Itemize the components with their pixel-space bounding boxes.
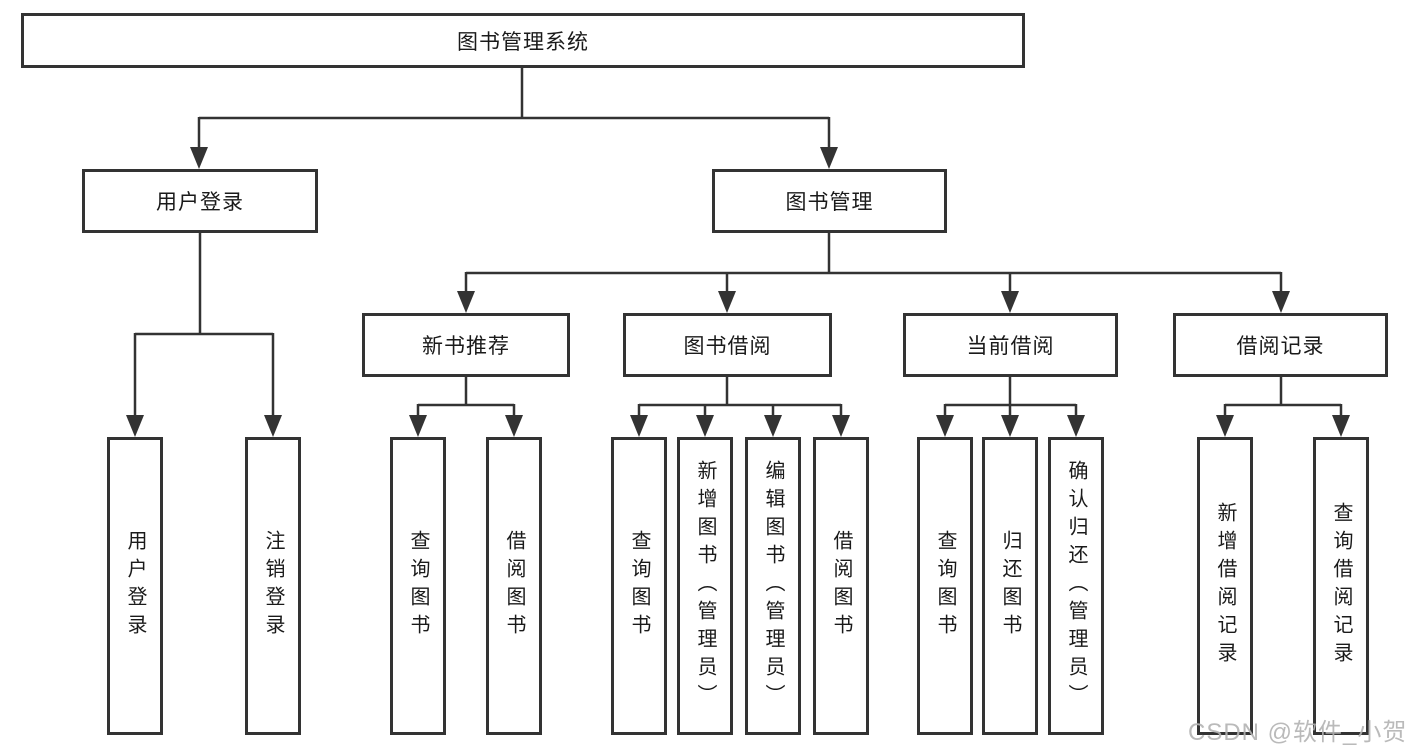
leaf-label: 查询图书 (628, 530, 650, 642)
leaf-return-books: 归还图书 (982, 437, 1038, 735)
leaf-label: 查询图书 (407, 530, 429, 642)
node-label: 图书管理系统 (457, 30, 589, 54)
node-library-management-system: 图书管理系统 (21, 13, 1025, 68)
leaf-label: 借阅图书 (503, 530, 525, 642)
leaf-label: 注销登录 (262, 530, 284, 642)
node-borrowing-records: 借阅记录 (1173, 313, 1388, 377)
leaf-label: 用户登录 (124, 530, 146, 642)
node-label: 借阅记录 (1236, 335, 1325, 358)
leaf-query-borrow-record: 查询借阅记录 (1313, 437, 1369, 735)
node-label: 图书管理 (785, 191, 874, 214)
leaf-query-books-3: 查询图书 (917, 437, 973, 735)
leaf-label: 新增图书（管理员） (694, 460, 716, 712)
leaf-label: 编辑图书（管理员） (762, 460, 784, 712)
node-label: 用户登录 (156, 191, 244, 214)
leaf-label: 借阅图书 (830, 530, 852, 642)
leaf-add-books-admin: 新增图书（管理员） (677, 437, 733, 735)
leaf-logout: 注销登录 (245, 437, 301, 735)
leaf-borrow-books-2: 借阅图书 (813, 437, 869, 735)
leaf-query-books-1: 查询图书 (390, 437, 446, 735)
csdn-watermark: CSDN @软件_小贺同学 (1188, 719, 1405, 746)
leaf-query-books-2: 查询图书 (611, 437, 667, 735)
leaf-user-login: 用户登录 (107, 437, 163, 735)
node-book-management: 图书管理 (712, 169, 947, 233)
node-label: 图书借阅 (683, 335, 772, 358)
node-book-borrowing: 图书借阅 (623, 313, 832, 377)
leaf-label: 确认归还（管理员） (1065, 460, 1087, 712)
leaf-add-borrow-record: 新增借阅记录 (1197, 437, 1253, 735)
node-label: 当前借阅 (966, 335, 1055, 358)
leaf-borrow-books-1: 借阅图书 (486, 437, 542, 735)
node-new-book-recommend: 新书推荐 (362, 313, 570, 377)
leaf-edit-books-admin: 编辑图书（管理员） (745, 437, 801, 735)
leaf-confirm-return-admin: 确认归还（管理员） (1048, 437, 1104, 735)
leaf-label: 新增借阅记录 (1214, 502, 1236, 670)
leaf-label: 查询借阅记录 (1330, 502, 1352, 670)
node-current-borrowing: 当前借阅 (903, 313, 1118, 377)
leaf-label: 查询图书 (934, 530, 956, 642)
leaf-label: 归还图书 (999, 530, 1021, 642)
node-label: 新书推荐 (422, 335, 510, 358)
node-user-login: 用户登录 (82, 169, 318, 233)
